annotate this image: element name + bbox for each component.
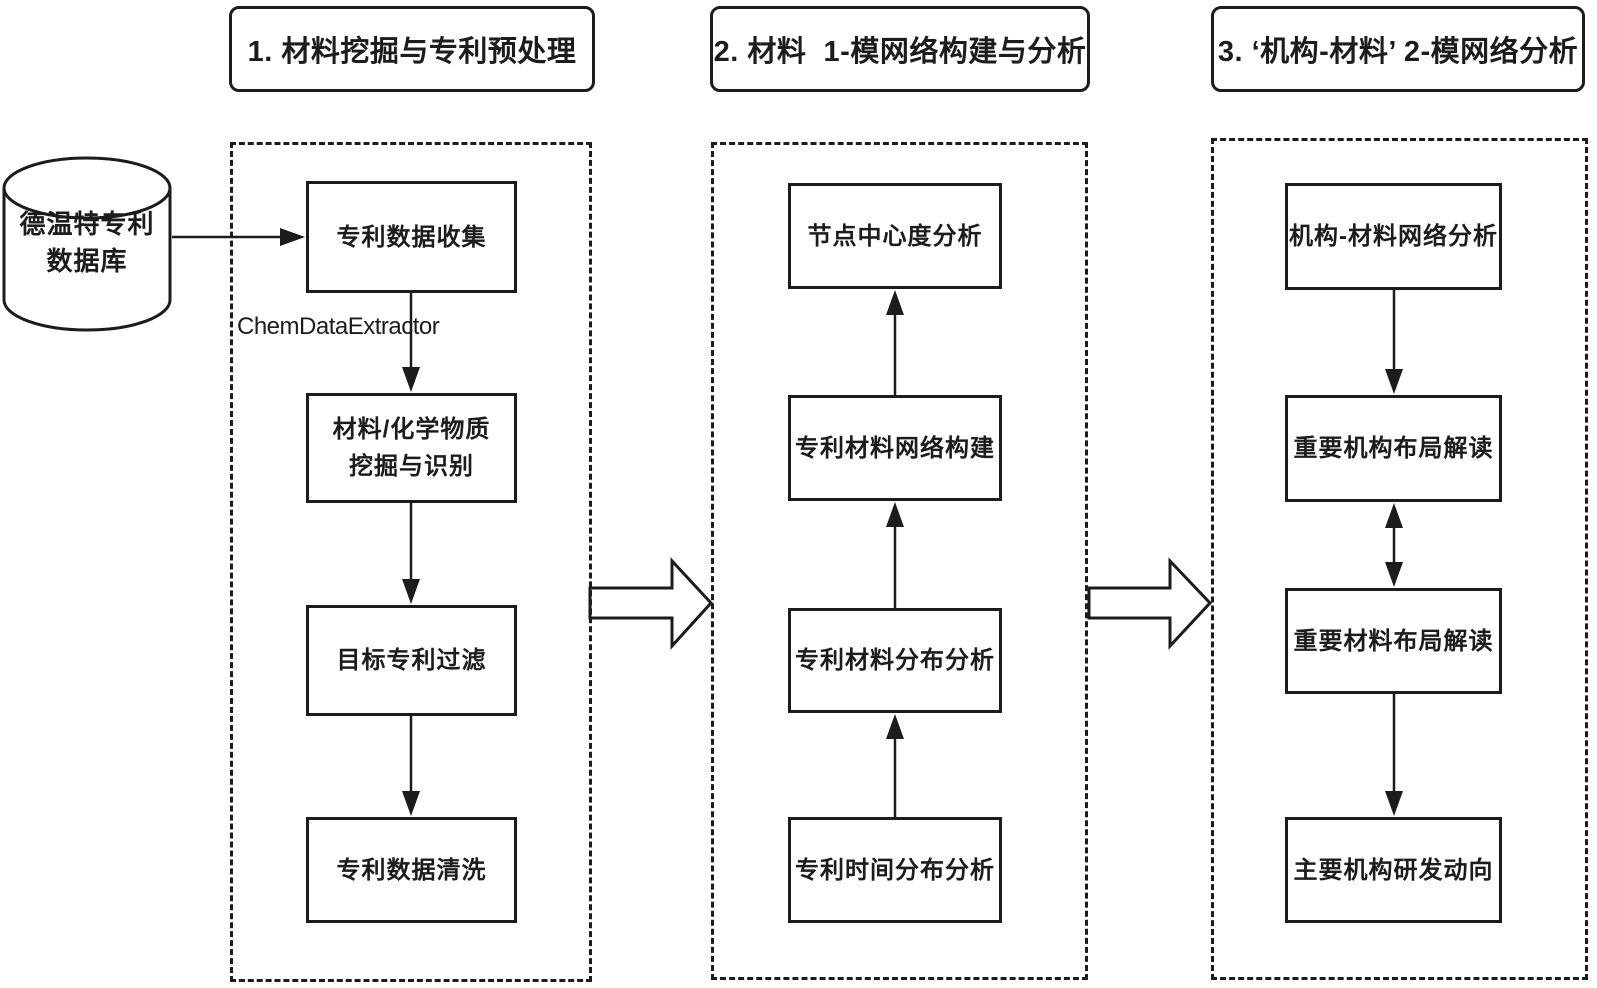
database-label: 德温特专利 数据库	[19, 209, 155, 276]
arrow-down-icon	[402, 716, 420, 816]
section-3-container	[1211, 138, 1588, 980]
arrow-down-icon	[1385, 290, 1403, 394]
step-patent-data-cleaning: 专利数据清洗	[306, 817, 517, 923]
step-node-centrality-analysis: 节点中心度分析	[788, 183, 1002, 289]
step-target-patent-filtering: 目标专利过滤	[306, 605, 517, 716]
section-2-title: 2. 材料 1-模网络构建与分析	[710, 6, 1090, 92]
arrow-up-icon	[886, 290, 904, 395]
step-patent-material-distribution-analysis: 专利材料分布分析	[788, 608, 1002, 713]
step-main-institution-rd-trends: 主要机构研发动向	[1285, 817, 1502, 923]
big-right-arrow-icon	[1087, 557, 1213, 650]
arrow-up-icon	[886, 502, 904, 608]
arrow-double-vertical-icon	[1385, 503, 1403, 587]
arrow-down-icon	[402, 503, 420, 604]
step-patent-time-distribution-analysis: 专利时间分布分析	[788, 817, 1002, 923]
section-1-title: 1. 材料挖掘与专利预处理	[229, 6, 595, 92]
arrow-down-icon	[1385, 694, 1403, 816]
big-right-arrow-icon	[588, 557, 714, 650]
chemdataextractor-label: ChemDataExtractor	[237, 313, 440, 340]
arrow-db-to-collection	[172, 228, 305, 246]
step-material-chemical-mining: 材料/化学物质 挖掘与识别	[306, 393, 517, 503]
step-key-institution-layout-interpretation: 重要机构布局解读	[1285, 395, 1502, 502]
step-key-material-layout-interpretation: 重要材料布局解读	[1285, 588, 1502, 694]
database-cylinder-icon	[2, 156, 172, 332]
arrow-down-icon	[402, 293, 420, 392]
step-patent-data-collection: 专利数据收集	[306, 181, 517, 293]
section-1-container	[230, 142, 592, 982]
section-2-container	[711, 142, 1088, 980]
step-patent-material-network-construction: 专利材料网络构建	[788, 395, 1002, 501]
section-3-title: 3. ‘机构-材料’ 2-模网络分析	[1211, 6, 1585, 92]
arrow-up-icon	[886, 714, 904, 817]
step-institution-material-network-analysis: 机构-材料网络分析	[1285, 183, 1502, 290]
